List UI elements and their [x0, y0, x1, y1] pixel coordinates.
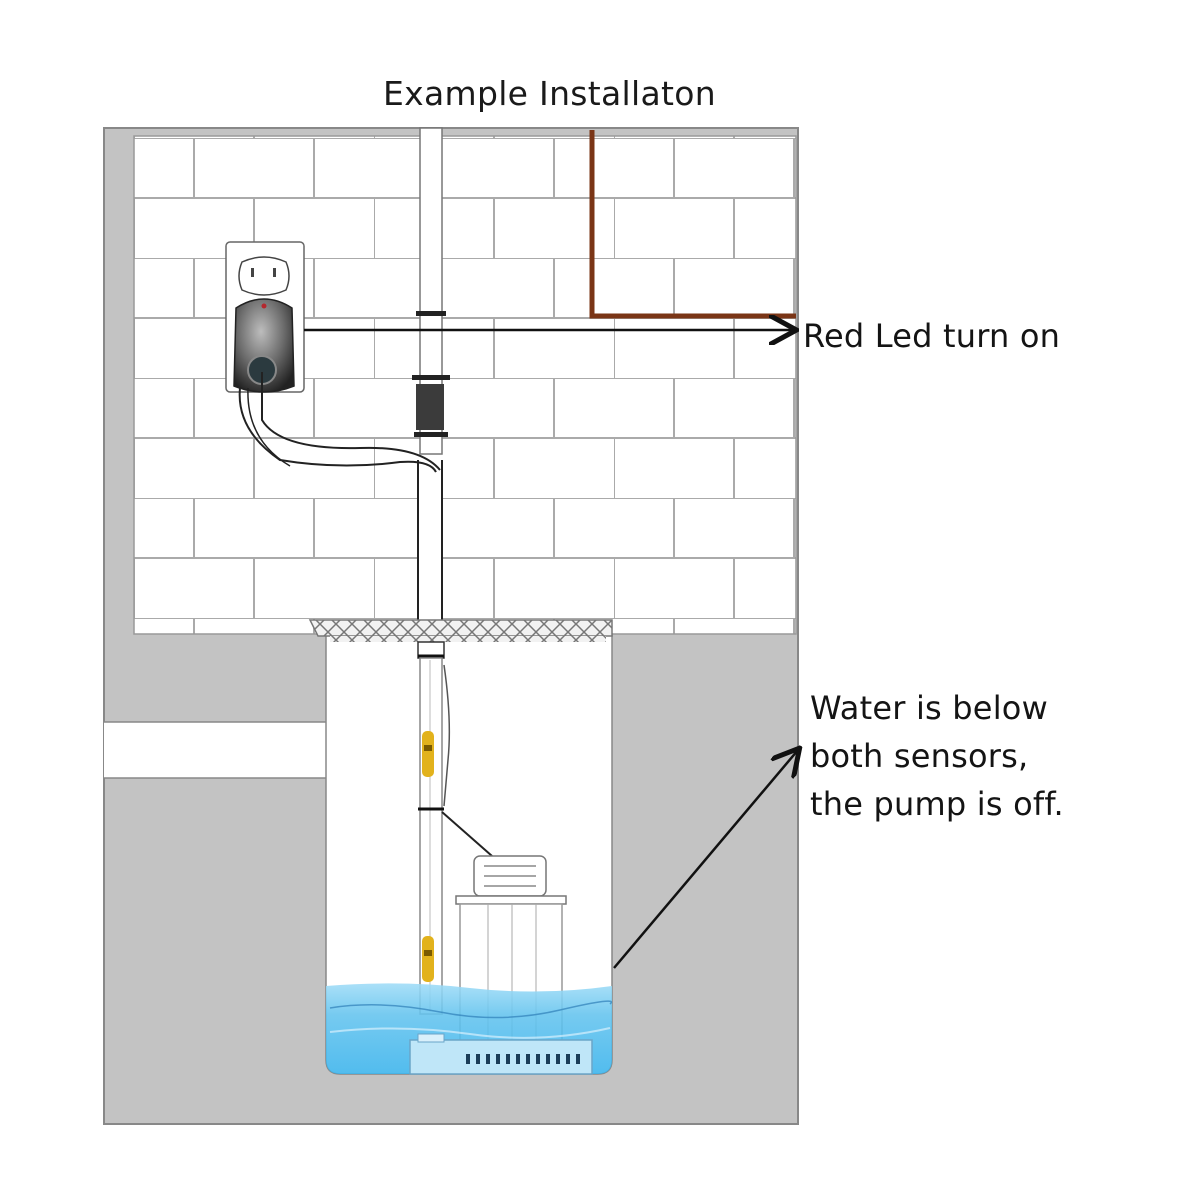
water-annotation: Water is below both sensors, the pump is…	[810, 684, 1064, 828]
wall-opening	[104, 722, 326, 778]
led-annotation: Red Led turn on	[803, 317, 1061, 355]
pit-cover	[308, 619, 613, 637]
diagram-title: Example Installaton	[383, 74, 716, 113]
water-annotation-line: both sensors,	[810, 737, 1029, 775]
upper-float-sensor	[422, 731, 434, 777]
pump-base	[409, 1039, 593, 1075]
discharge-pipe	[419, 127, 443, 455]
pump-intake-vents	[466, 1054, 580, 1064]
water-callout-arrow	[613, 750, 798, 969]
house-wire	[589, 130, 796, 319]
check-valve-top	[412, 375, 450, 380]
lower-float-sensor	[422, 936, 434, 982]
water-annotation-line: the pump is off.	[810, 785, 1064, 823]
pump-controller	[233, 298, 295, 393]
red-led-icon	[261, 303, 267, 309]
water-annotation-line: Water is below	[810, 689, 1048, 727]
check-valve	[416, 384, 444, 430]
